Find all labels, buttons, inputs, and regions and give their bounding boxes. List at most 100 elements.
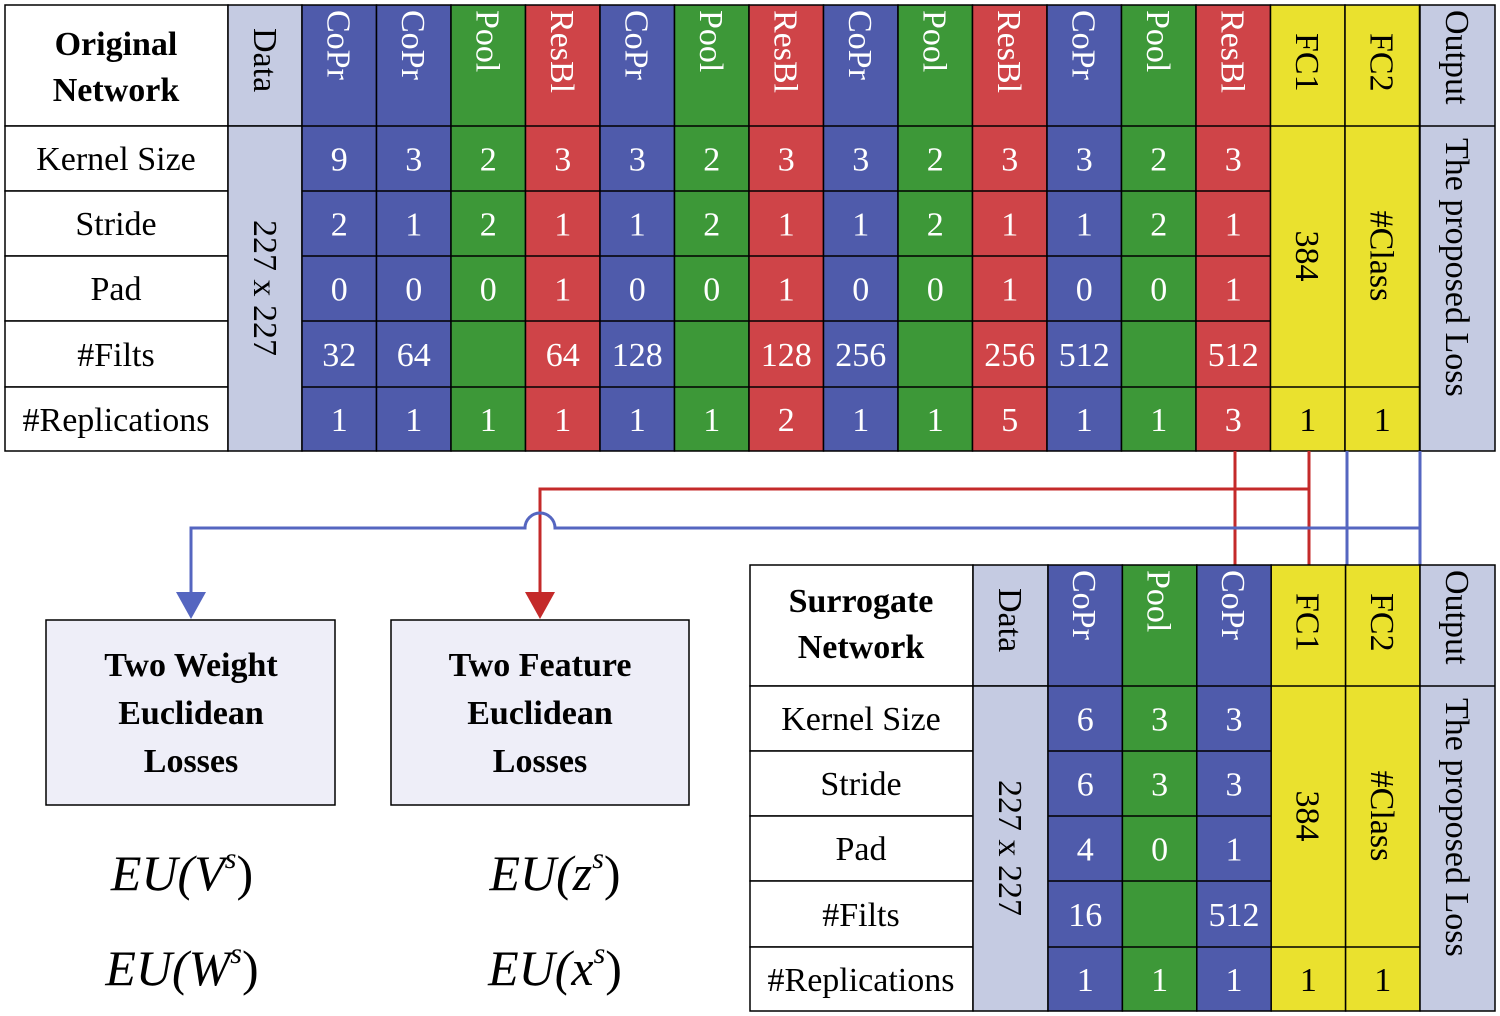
sur-cell-pad: 4: [1077, 832, 1094, 869]
sur-layer-name: CoPr: [1214, 570, 1251, 641]
sur-cell-replications: 1: [1226, 962, 1243, 999]
orig-cell-stride: 1: [1225, 207, 1242, 244]
orig-cell-replications: 1: [927, 402, 944, 439]
feature-loss-line3: Losses: [493, 743, 587, 780]
orig-layer-name: Pool: [915, 10, 952, 72]
surrogate-data-label: Data: [991, 588, 1028, 652]
sur-cell-kernel-size: 3: [1151, 702, 1168, 739]
orig-fc-column-bg: [1269, 4, 1346, 452]
orig-cell-stride: 2: [1150, 207, 1167, 244]
orig-cell-replications: 1: [703, 402, 720, 439]
sur-cell-filts: 16: [1068, 897, 1102, 934]
sur-cell-kernel-size: 3: [1226, 702, 1243, 739]
sur-cell-kernel-size: 6: [1077, 702, 1094, 739]
weight-wire: [176, 451, 1422, 619]
orig-fc-column-bg: [1344, 4, 1421, 452]
sur-cell-replications: 1: [1077, 962, 1094, 999]
orig-cell-kernel-size: 2: [927, 142, 944, 179]
orig-layer-name: ResBl: [1213, 10, 1250, 93]
orig-cell-pad: 1: [1001, 272, 1018, 309]
sur-fc-name: FC1: [1288, 593, 1325, 652]
orig-cell-pad: 0: [852, 272, 869, 309]
s-row-label-filts: #Filts: [822, 897, 899, 934]
surrogate-row-labels: Kernel Size Stride Pad #Filts #Replicati…: [749, 685, 974, 1012]
weight-loss-line1: Two Weight: [104, 647, 278, 684]
surrogate-output-loss: The proposed Loss: [1438, 698, 1475, 957]
orig-fc-name: FC2: [1362, 33, 1399, 92]
orig-cell-pad: 0: [480, 272, 497, 309]
orig-layer-column-bg: [301, 4, 378, 452]
orig-layer-column-bg: [673, 4, 750, 452]
orig-cell-stride: 1: [405, 207, 422, 244]
surrogate-data-column: Data 227 x 227: [972, 564, 1049, 1012]
orig-cell-pad: 1: [778, 272, 795, 309]
sur-fc-column-bg: [1344, 564, 1421, 1012]
row-label-stride: Stride: [75, 206, 156, 243]
orig-cell-pad: 0: [1076, 272, 1093, 309]
orig-cell-pad: 0: [405, 272, 422, 309]
orig-cell-pad: 0: [629, 272, 646, 309]
sur-cell-filts: 512: [1209, 897, 1260, 934]
orig-layer-column-bg: [971, 4, 1048, 452]
row-label-kernel-size: Kernel Size: [36, 141, 196, 178]
orig-cell-replications: 1: [331, 402, 348, 439]
orig-cell-stride: 1: [1076, 207, 1093, 244]
orig-cell-stride: 2: [927, 207, 944, 244]
orig-cell-stride: 2: [480, 207, 497, 244]
orig-cell-pad: 0: [331, 272, 348, 309]
connection-wires: [176, 451, 1422, 619]
orig-layer-column-bg: [1195, 4, 1272, 452]
orig-cell-stride: 1: [554, 207, 571, 244]
sur-layer-name: Pool: [1140, 570, 1177, 632]
orig-layer-column-bg: [450, 4, 527, 452]
orig-cell-stride: 2: [331, 207, 348, 244]
surrogate-title-cell: [749, 564, 974, 687]
orig-cell-kernel-size: 9: [331, 142, 348, 179]
original-title-line2: Network: [53, 72, 180, 109]
original-data-label: Data: [246, 28, 283, 92]
orig-fc-size: 384: [1288, 231, 1325, 282]
weight-formulas: EU(Vs) EU(Ws): [104, 842, 258, 996]
orig-layer-column-bg: [599, 4, 676, 452]
sur-fc-replications: 1: [1374, 962, 1391, 999]
orig-cell-filts: 256: [835, 337, 886, 374]
orig-fc-replications: 1: [1374, 402, 1391, 439]
sur-layer-column-bg: [1121, 564, 1198, 1012]
orig-cell-filts: 512: [1059, 337, 1110, 374]
orig-layer-column-bg: [822, 4, 899, 452]
orig-cell-pad: 1: [1225, 272, 1242, 309]
orig-cell-replications: 1: [405, 402, 422, 439]
orig-cell-filts: 128: [761, 337, 812, 374]
orig-cell-pad: 1: [554, 272, 571, 309]
orig-cell-filts: 512: [1208, 337, 1259, 374]
surrogate-network-table: Surrogate Network Kernel Size Stride Pad…: [749, 564, 1496, 1012]
orig-cell-kernel-size: 3: [629, 142, 646, 179]
weight-arrowhead: [176, 592, 206, 619]
orig-cell-stride: 1: [1001, 207, 1018, 244]
original-data-size-cell: [227, 125, 303, 452]
sur-cell-stride: 6: [1077, 767, 1094, 804]
orig-cell-kernel-size: 3: [554, 142, 571, 179]
orig-cell-replications: 1: [480, 402, 497, 439]
orig-cell-replications: 3: [1225, 402, 1242, 439]
s-row-label-stride: Stride: [820, 766, 901, 803]
s-row-label-kernel-size: Kernel Size: [781, 701, 941, 738]
orig-cell-filts: 256: [984, 337, 1035, 374]
feature-wire: [525, 451, 1311, 619]
orig-layer-name: CoPr: [617, 10, 654, 81]
orig-cell-kernel-size: 3: [852, 142, 869, 179]
s-row-label-replications: #Replications: [768, 962, 955, 999]
surrogate-title-line1: Surrogate: [789, 583, 934, 620]
surrogate-title-line2: Network: [798, 629, 925, 666]
original-data-size: 227 x 227: [246, 220, 283, 356]
weight-loss-line2: Euclidean: [118, 695, 264, 732]
sur-cell-pad: 0: [1151, 832, 1168, 869]
